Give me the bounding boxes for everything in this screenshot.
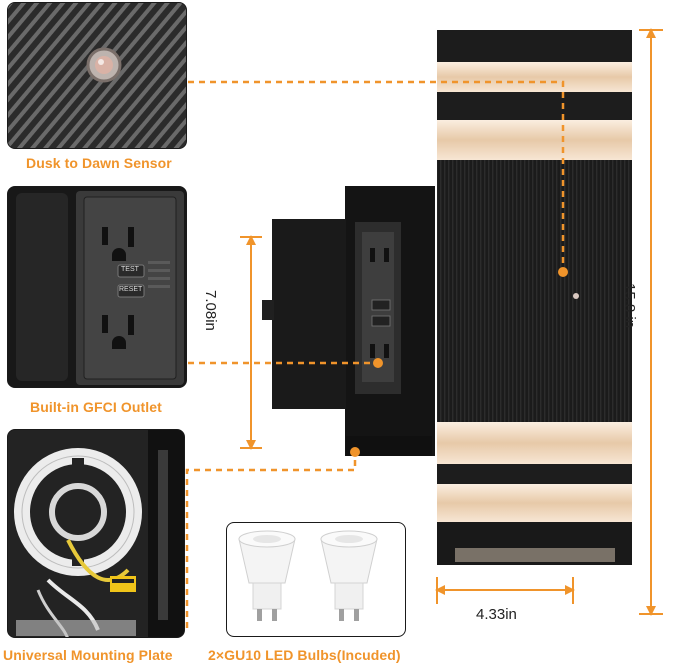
bulb-right <box>320 530 378 621</box>
gfci-caption: Built-in GFCI Outlet <box>30 399 162 415</box>
test-button-label: TEST <box>121 266 139 273</box>
sensor-caption: Dusk to Dawn Sensor <box>26 155 172 171</box>
bottom-glass-band-2 <box>437 484 632 522</box>
body-sensor-dot <box>573 293 579 299</box>
box-height-dimension-label: 7.08in <box>202 290 219 331</box>
bulb-left <box>238 530 296 621</box>
gu10-bulbs-image <box>238 530 378 621</box>
top-glass-band-1 <box>437 62 632 92</box>
sensor-texture-image <box>8 3 186 148</box>
top-glass-band-2 <box>437 120 632 160</box>
gfci-closeup-panel: TEST RESET <box>7 186 187 388</box>
gfci-outlet-image <box>8 187 186 387</box>
bottom-glass-band-1 <box>437 422 632 464</box>
bulbs-panel <box>226 522 406 637</box>
width-dimension-label: 4.33in <box>476 606 517 623</box>
height-dimension-label: 15.8 in <box>621 283 638 329</box>
reset-button-label: RESET <box>119 286 143 293</box>
mounting-plate-panel <box>7 429 185 638</box>
mounting-plate-image <box>8 430 184 637</box>
plate-caption: Universal Mounting Plate <box>3 647 173 663</box>
sensor-closeup-panel <box>7 2 187 149</box>
bulbs-caption: 2×GU10 LED Bulbs(Incuded) <box>208 647 401 663</box>
